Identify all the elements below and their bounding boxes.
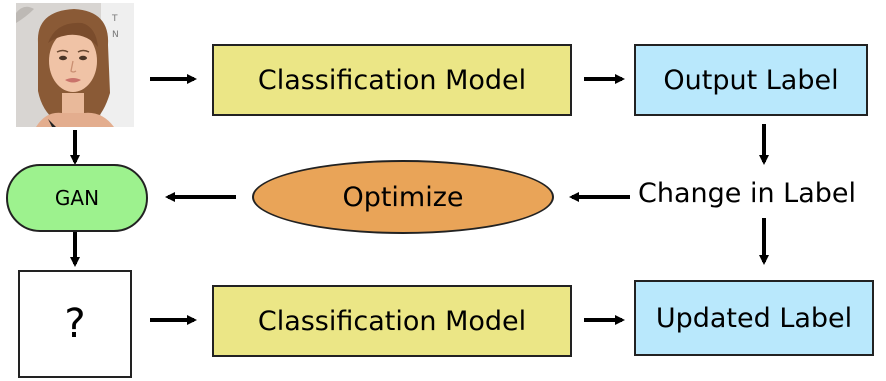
top-classification-model-box: Classification Model [212,44,572,116]
bottom-classification-model-label: Classification Model [257,305,527,337]
svg-text:T: T [111,14,118,24]
optimize-label: Optimize [342,181,464,213]
svg-text:N: N [112,30,119,40]
output-label-text: Output Label [663,64,839,96]
bottom-classification-model-box: Classification Model [212,285,572,357]
gan-box: GAN [6,164,148,232]
input-face-image: T N [16,3,134,127]
updated-label-box: Updated Label [634,280,874,356]
updated-label-text: Updated Label [655,302,853,334]
change-in-label-text: Change in Label [638,178,856,209]
question-mark: ? [64,301,86,347]
optimize-ellipse: Optimize [252,160,554,234]
generated-image-placeholder: ? [18,270,132,378]
output-label-box: Output Label [634,44,868,116]
face-photo-icon: T N [16,3,134,127]
gan-label: GAN [54,186,100,210]
top-classification-model-label: Classification Model [257,64,527,96]
